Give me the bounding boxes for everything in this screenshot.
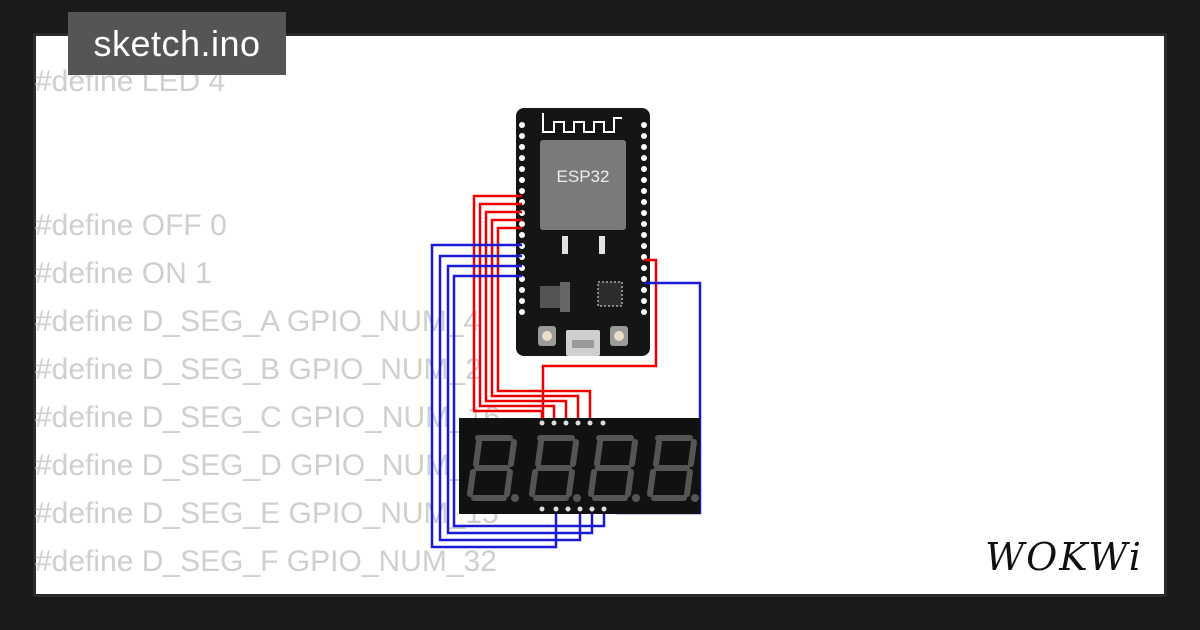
wokwi-logo-icon: WOKWi [985,535,1143,579]
code-line: #define D_SEG_A GPIO_NUM_4 [35,305,481,338]
wokwi-logo-text: WOKWi [985,535,1143,579]
wire-red [541,258,658,420]
chip-label: ESP32 [557,167,610,186]
wire-blue [446,264,594,535]
code-preview: #define LED 4 #define OFF 0 #define ON 1… [35,58,500,586]
seven-segment-display-icon[interactable] [459,418,700,514]
code-line: #define D_SEG_F GPIO_NUM_32 [35,545,497,578]
wire-red [484,210,568,420]
code-line: #define ON 1 [35,257,212,290]
wire-red [496,226,592,420]
code-line: #define D_SEG_B GPIO_NUM_2 [35,353,482,386]
file-tab[interactable]: sketch.ino [68,12,286,75]
wire-blue [438,254,582,542]
wires [430,194,702,549]
wire-blue [452,274,606,528]
wire-red [478,202,556,420]
code-line: #define OFF 0 [35,209,227,242]
wire-red [490,218,580,420]
esp32-board-icon[interactable]: ESP32 [516,108,650,356]
